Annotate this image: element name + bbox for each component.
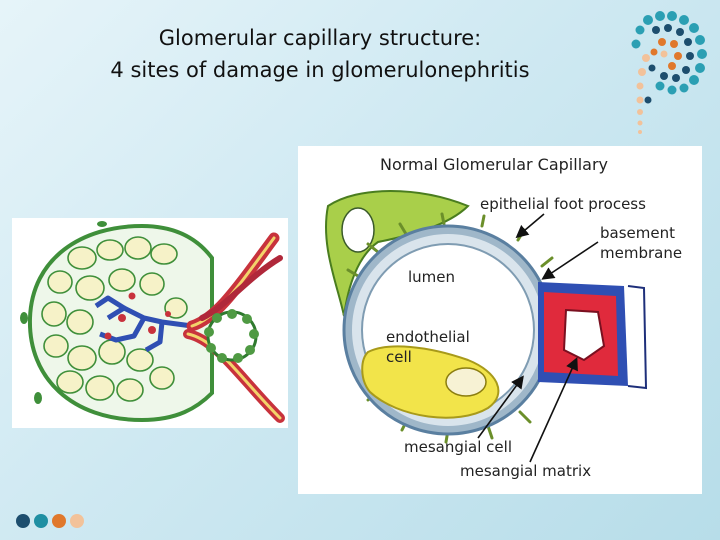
label-epithelial-foot-process: epithelial foot process <box>480 195 646 213</box>
arrow-epithelial <box>515 213 545 239</box>
label-basement-line-1: basement <box>600 224 675 242</box>
arrow-mesangial-cell <box>477 375 524 439</box>
label-endothelial-line-1: endothelial <box>386 328 470 346</box>
label-lumen: lumen <box>408 268 455 286</box>
decorative-dots-icon <box>16 514 84 528</box>
label-mesangial-matrix: mesangial matrix <box>460 462 591 480</box>
arrow-mesangial-matrix <box>529 357 578 463</box>
glomerulus-illustration <box>12 218 288 428</box>
slide-title: Glomerular capillary structure: 4 sites … <box>40 22 600 86</box>
label-endothelial-line-2: cell <box>386 348 412 366</box>
title-line-2: 4 sites of damage in glomerulonephritis <box>110 58 530 82</box>
dotted-logo-icon <box>631 11 707 134</box>
arrow-basement <box>541 241 599 280</box>
label-basement-line-2: membrane <box>600 244 682 262</box>
label-mesangial-cell: mesangial cell <box>404 438 512 456</box>
title-line-1: Glomerular capillary structure: <box>158 26 482 50</box>
capillary-diagram: Normal Glomerular Capillary epithelial f… <box>298 146 702 494</box>
diagram-heading: Normal Glomerular Capillary <box>380 155 608 174</box>
